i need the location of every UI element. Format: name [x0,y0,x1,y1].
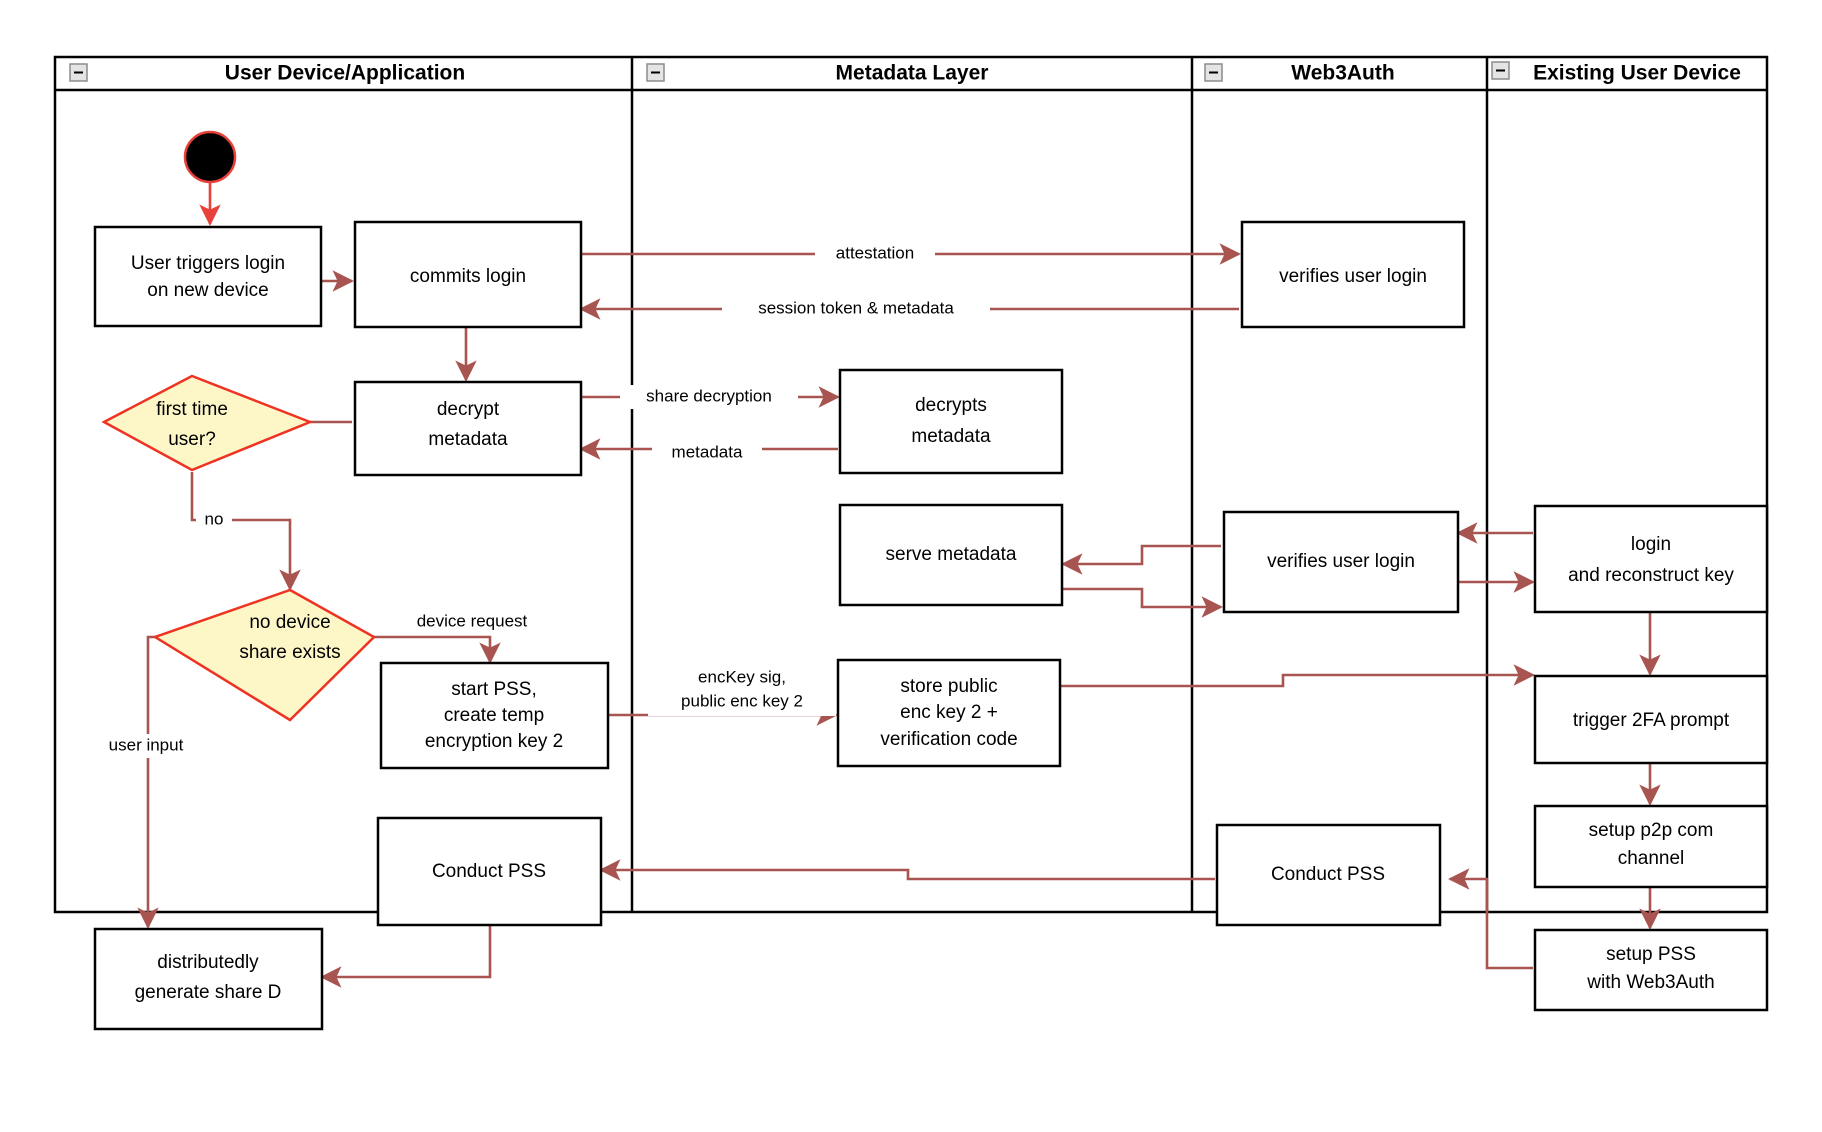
node-label-line-1: verifies user login [1279,266,1427,287]
node-setup-pss-with-web3auth[interactable]: setup PSS with Web3Auth [1533,928,1769,1012]
svg-text:encKey sig,: encKey sig, [698,667,786,686]
edge-label-share-decryption: share decryption [620,385,798,409]
node-serve-metadata[interactable]: serve metadata [838,503,1064,607]
node-distributedly-generate-share-d[interactable]: distributedly generate share D [93,927,324,1031]
edge-verifies-to-serve-metadata [1061,544,1221,575]
node-label-line-1: trigger 2FA prompt [1573,710,1730,731]
node-label-line-1: Conduct PSS [1271,864,1385,885]
edge-label-session-token: session token & metadata [722,297,990,321]
svg-text:metadata: metadata [672,442,743,461]
lane-header-metadata[interactable]: Metadata Layer [646,62,989,85]
node-label-line-2: and reconstruct key [1568,565,1734,586]
svg-text:no: no [205,509,224,528]
node-label-line-2: generate share D [135,982,282,1003]
edge-label-metadata: metadata [652,441,762,465]
node-label-line-1: serve metadata [886,544,1017,565]
node-start-pss-create-temp-key[interactable]: start PSS, create temp encryption key 2 [379,661,610,770]
node-verifies-user-login-1[interactable]: verifies user login [1240,220,1466,329]
svg-text:user input: user input [109,735,184,754]
edge-label-user-input: user input [92,734,200,758]
svg-text:share decryption: share decryption [646,386,772,405]
node-conduct-pss-user[interactable]: Conduct PSS [376,816,603,927]
node-label-line-1: decrypts [915,395,987,416]
node-label-line-3: encryption key 2 [425,731,563,752]
minus-box-icon[interactable] [646,63,665,82]
lane-header-label: Existing User Device [1533,62,1741,85]
edge-conduct-pss-to-generate-share-d [320,925,492,988]
node-decrypt-metadata[interactable]: decrypt metadata [353,380,583,477]
node-label-line-2: metadata [428,429,508,450]
edge-store-key-to-trigger-2fa [1061,664,1535,688]
swimlane-outer-border [53,55,1769,914]
node-label-line-1: User triggers login [131,253,285,274]
lane-header-label: User Device/Application [225,62,465,85]
node-label-line-2: metadata [911,426,991,447]
node-label-line-2: share exists [239,642,340,663]
node-label-line-1: verifies user login [1267,551,1415,572]
edge-serve-metadata-to-verifies [1063,587,1223,618]
node-label-line-1: first time [156,399,228,420]
node-label-line-1: distributedly [157,952,259,973]
lane-header-web3auth[interactable]: Web3Auth [1204,62,1395,85]
edge-device-request [371,635,501,664]
minus-box-icon[interactable] [1204,63,1223,82]
node-label-line-3: verification code [880,729,1017,750]
node-setup-p2p-com-channel[interactable]: setup p2p com channel [1533,804,1769,889]
node-first-time-user[interactable]: first time user? [101,374,314,472]
minus-box-icon[interactable] [1491,61,1510,80]
edge-label-no: no [196,508,232,532]
lane-header-user-device[interactable]: User Device/Application [69,62,465,85]
node-no-device-share-exists[interactable]: no device share exists [152,588,377,722]
node-trigger-2fa-prompt[interactable]: trigger 2FA prompt [1533,674,1769,765]
node-commits-login[interactable]: commits login [353,220,583,329]
svg-text:attestation: attestation [836,243,914,262]
start-node [183,130,237,184]
minus-box-icon[interactable] [69,63,88,82]
node-verifies-user-login-2[interactable]: verifies user login [1222,510,1460,614]
node-label-line-1: login [1631,534,1671,555]
node-label-line-1: Conduct PSS [432,861,546,882]
swimlane-frame [53,55,1769,914]
svg-text:public enc key 2: public enc key 2 [681,691,803,710]
node-label-line-1: commits login [410,266,526,287]
node-label-line-1: no device [249,612,330,633]
edge-setup-pss-to-conduct-pss-web3auth [1448,868,1533,970]
edge-label-enckey-sig: encKey sig, public enc key 2 [648,664,836,716]
edge-conduct-pss-web3auth-to-user [599,859,1215,881]
node-label-line-1: setup PSS [1606,944,1696,965]
lane-header-label: Metadata Layer [836,62,989,85]
lane-header-label: Web3Auth [1291,62,1394,85]
svg-text:device request: device request [417,611,528,630]
svg-text:session token & metadata: session token & metadata [758,298,954,317]
node-label-line-1: setup p2p com [1589,820,1714,841]
edge-no-to-no-device-share [190,472,301,591]
node-label-line-2: create temp [444,705,544,726]
edge-label-device-request: device request [392,610,552,634]
node-user-triggers-login[interactable]: User triggers login on new device [93,225,323,328]
node-login-reconstruct-key[interactable]: login and reconstruct key [1533,504,1769,614]
node-decrypts-metadata[interactable]: decrypts metadata [838,368,1064,475]
node-label-line-2: with Web3Auth [1586,972,1714,993]
node-label-line-1: decrypt [437,399,500,420]
node-store-public-enc-key[interactable]: store public enc key 2 + verification co… [836,658,1062,768]
node-label-line-1: start PSS, [451,679,537,700]
node-conduct-pss-web3auth[interactable]: Conduct PSS [1215,823,1442,927]
node-label-line-2: user? [168,429,216,450]
node-label-line-1: store public [900,676,997,697]
lane-header-existing-device[interactable]: Existing User Device [1491,61,1741,85]
node-label-line-2: channel [1618,848,1685,869]
edge-label-attestation: attestation [815,242,935,266]
node-label-line-2: on new device [147,280,268,301]
node-label-line-2: enc key 2 + [900,702,998,723]
